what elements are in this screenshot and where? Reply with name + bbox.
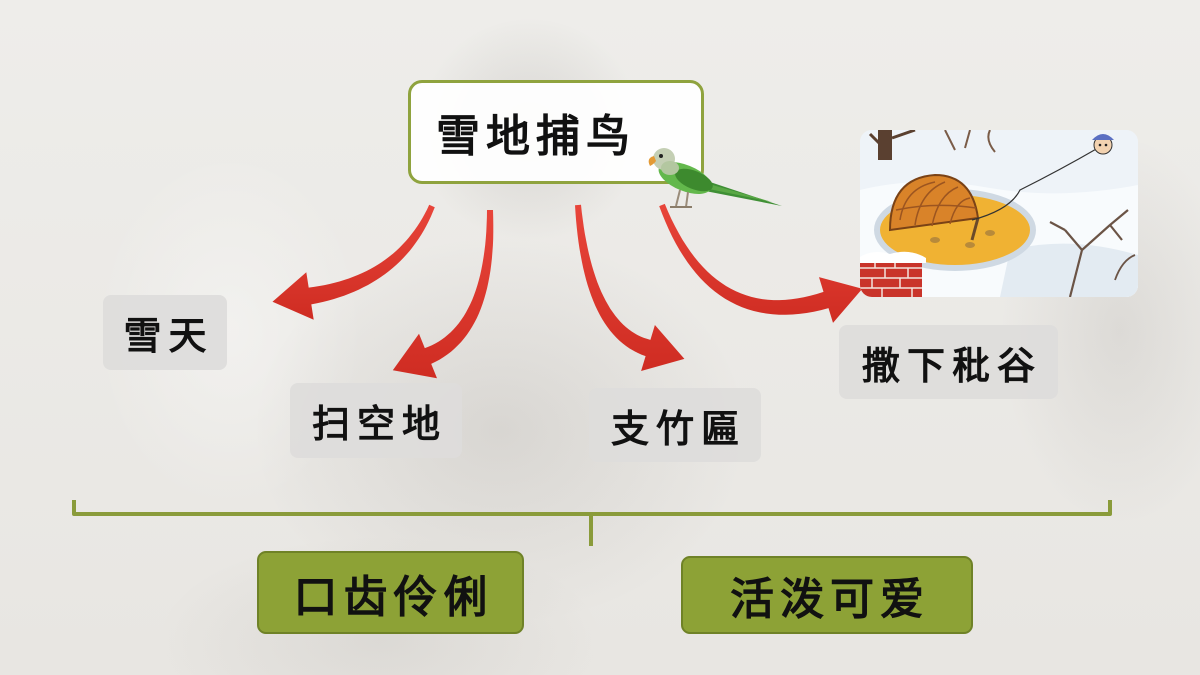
step-label: 雪天 (123, 313, 214, 358)
step-sweep-ground: 扫空地 (290, 383, 462, 458)
trait-eloquent: 口齿伶俐 (257, 551, 524, 634)
trait-label: 活泼可爱 (730, 574, 930, 625)
arrow-2 (392, 210, 494, 379)
arrow-3 (575, 204, 685, 371)
parrot-icon (648, 148, 782, 208)
step-prop-basket: 支竹匾 (589, 388, 761, 462)
arrow-1 (272, 204, 435, 320)
arrow-4 (659, 203, 863, 323)
trait-lively: 活泼可爱 (681, 556, 973, 634)
step-scatter-grain: 撒下秕谷 (839, 325, 1058, 399)
title-box: 雪地捕鸟 (408, 80, 704, 184)
step-snow-day: 雪天 (103, 295, 227, 370)
step-label: 扫空地 (311, 401, 447, 446)
snow-bird-trap-illustration (860, 130, 1138, 297)
title-text: 雪地捕鸟 (436, 111, 636, 162)
trait-label: 口齿伶俐 (293, 571, 494, 623)
step-label: 支竹匾 (610, 405, 746, 451)
step-label: 撒下秕谷 (861, 342, 1042, 388)
